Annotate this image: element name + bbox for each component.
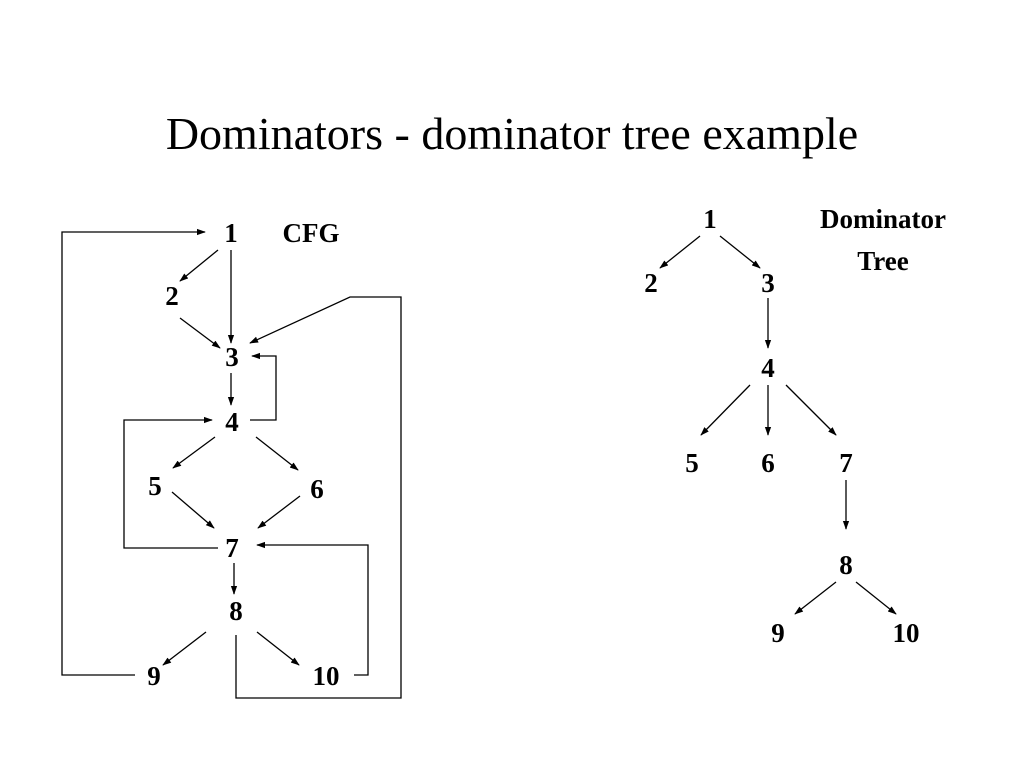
cfg-edges [61,228,402,699]
domtree-edges [659,235,897,615]
cfg-label: CFG [283,218,340,248]
domtree-nodes: 1 2 3 4 5 6 7 8 9 10 [644,204,919,648]
cfg-node-1: 1 [224,218,238,248]
cfg-edge-8-10 [256,631,300,666]
cfg-edge-4-6 [255,436,299,471]
cfg-edge-9-1 [61,228,206,676]
domtree-node-8: 8 [839,550,853,580]
domtree-edge-1-2 [659,235,701,269]
cfg-edge-2-3 [179,317,221,349]
cfg-edge-7-4 [123,416,218,549]
cfg-edge-8-9 [162,631,207,666]
domtree-node-2: 2 [644,268,658,298]
domtree-node-9: 9 [771,618,785,648]
domtree-edge-4-5 [700,384,751,436]
domtree-edge-8-9 [794,581,837,615]
domtree-label-line1: Dominator [820,204,946,234]
cfg-edge-1-2 [179,249,219,282]
cfg-edge-6-7 [257,495,301,529]
cfg-edge-10-7 [256,541,369,676]
slide-title: Dominators - dominator tree example [165,108,859,159]
cfg-edge-4-5 [172,436,216,469]
domtree-edge-8-10 [855,581,897,615]
domtree-edge-4-7 [785,384,837,436]
cfg-node-10: 10 [313,661,340,691]
cfg-node-9: 9 [147,661,161,691]
cfg-node-7: 7 [225,533,239,563]
cfg-nodes: 1 2 3 4 5 6 7 8 9 10 [147,218,339,691]
domtree-node-3: 3 [761,268,775,298]
domtree-node-4: 4 [761,353,775,383]
domtree-node-5: 5 [685,448,699,478]
domtree-edge-1-3 [719,235,761,269]
cfg-node-6: 6 [310,474,324,504]
cfg-node-5: 5 [148,471,162,501]
domtree-label-line2: Tree [857,246,908,276]
domtree-node-1: 1 [703,204,717,234]
cfg-node-8: 8 [229,596,243,626]
domtree-node-6: 6 [761,448,775,478]
cfg-edge-4-3 [250,352,277,421]
cfg-edge-5-7 [171,491,215,529]
domtree-node-10: 10 [893,618,920,648]
cfg-node-2: 2 [165,281,179,311]
domtree-node-7: 7 [839,448,853,478]
cfg-node-4: 4 [225,407,239,437]
cfg-node-3: 3 [225,342,239,372]
cfg-edge-8-3 [235,296,402,699]
